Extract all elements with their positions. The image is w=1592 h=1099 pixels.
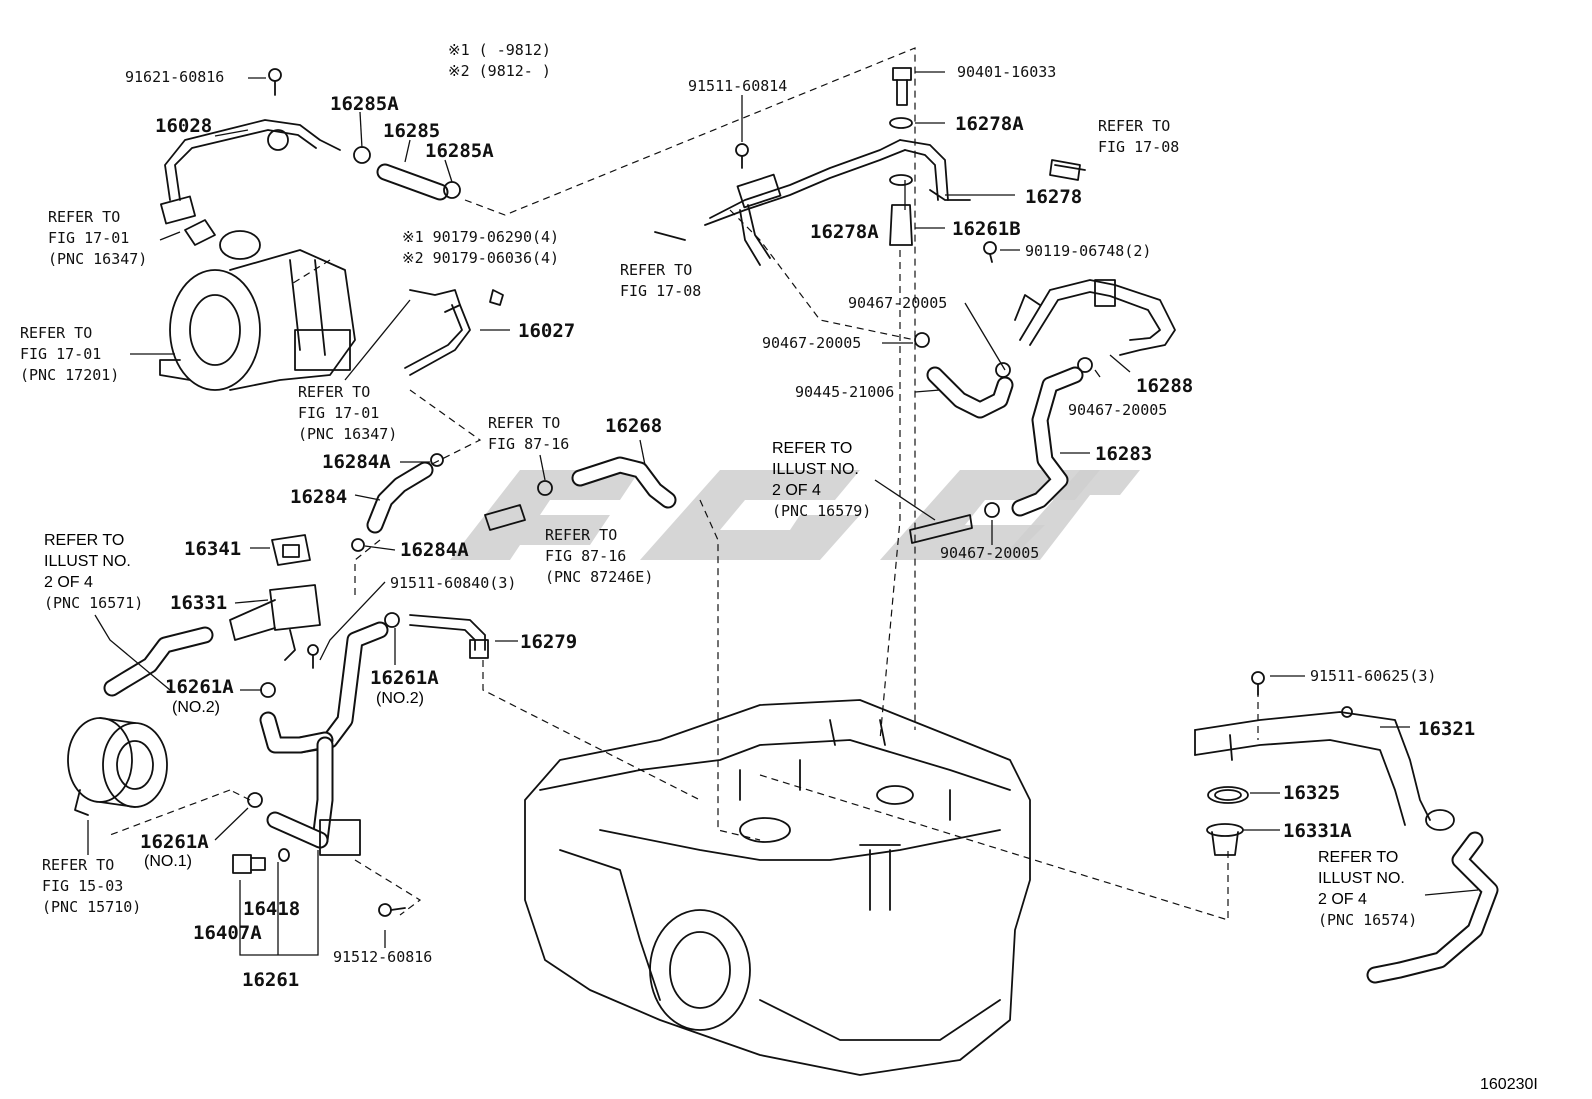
reference-ref-illust-16571-line-3: 2 OF 4 bbox=[44, 574, 93, 591]
part-label-16027: 16027 bbox=[518, 320, 575, 342]
reference-ref-17-08-a-line-2: FIG 17-08 bbox=[1098, 138, 1179, 156]
part-label-91512-60816: 91512-60816 bbox=[333, 948, 432, 966]
engine-block bbox=[524, 699, 1031, 1076]
part-label-16284A-top: 16284A bbox=[322, 451, 391, 473]
reference-ref-17-01-b-line-1: REFER TO bbox=[20, 324, 92, 342]
reference-ref-17-08-b-line-2: FIG 17-08 bbox=[620, 282, 701, 300]
part-label-16278: 16278 bbox=[1025, 186, 1082, 208]
part-label-91511-60814: 91511-60814 bbox=[688, 77, 787, 95]
part-label-91511-60625: 91511-60625(3) bbox=[1310, 667, 1436, 685]
reference-ref-15-03-line-2: FIG 15-03 bbox=[42, 877, 123, 895]
part-label-16331: 16331 bbox=[170, 592, 227, 614]
part-label-16279: 16279 bbox=[520, 631, 577, 653]
part-label-90467-20005-b: 90467-20005 bbox=[762, 334, 861, 352]
part-label-16407A: 16407A bbox=[193, 922, 262, 944]
reference-ref-17-01-c-line-3: (PNC 16347) bbox=[298, 425, 397, 443]
reference-ref-illust-16574-line-4: (PNC 16574) bbox=[1318, 911, 1417, 929]
reference-ref-87-16-a-line-1: REFER TO bbox=[488, 414, 560, 432]
part-label-16278A-bottom: 16278A bbox=[810, 221, 879, 243]
reference-ref-illust-16574-line-2: ILLUST NO. bbox=[1318, 870, 1405, 887]
part-label-16331A: 16331A bbox=[1283, 820, 1352, 842]
part-label-16284A-bottom: 16284A bbox=[400, 539, 469, 561]
part-label-16268: 16268 bbox=[605, 415, 662, 437]
part-label-16341: 16341 bbox=[184, 538, 241, 560]
turbocharger bbox=[159, 230, 356, 391]
reference-ref-17-01-b-line-2: FIG 17-01 bbox=[20, 345, 101, 363]
reference-ref-15-03-line-3: (PNC 15710) bbox=[42, 898, 141, 916]
reference-ref-17-01-a-line-3: (PNC 16347) bbox=[48, 250, 147, 268]
reference-ref-17-08-b-line-1: REFER TO bbox=[620, 261, 692, 279]
part-label-16288: 16288 bbox=[1136, 375, 1193, 397]
part-label-90467-20005-a: 90467-20005 bbox=[848, 294, 947, 312]
reference-ref-17-01-a-line-1: REFER TO bbox=[48, 208, 120, 226]
reference-ref-illust-16579-line-1: REFER TO bbox=[772, 440, 852, 457]
part-label-90401-16033: 90401-16033 bbox=[957, 63, 1056, 81]
reference-ref-illust-16579-line-2: ILLUST NO. bbox=[772, 461, 859, 478]
part-label-90467-20005-c: 90467-20005 bbox=[1068, 401, 1167, 419]
reference-ref-17-01-c-line-2: FIG 17-01 bbox=[298, 404, 379, 422]
part-label-16261: 16261 bbox=[242, 969, 299, 991]
reference-ref-illust-16574-line-3: 2 OF 4 bbox=[1318, 891, 1367, 908]
part-label-90119-06748: 90119-06748(2) bbox=[1025, 242, 1151, 260]
figure-id: 160230I bbox=[1480, 1076, 1538, 1093]
reference-ref-17-01-c-line-1: REFER TO bbox=[298, 383, 370, 401]
reference-ref-87-16-b-line-1: REFER TO bbox=[545, 526, 617, 544]
part-label-16278A-top: 16278A bbox=[955, 113, 1024, 135]
part-label-16285A-right: 16285A bbox=[425, 140, 494, 162]
reference-ref-17-01-a-line-2: FIG 17-01 bbox=[48, 229, 129, 247]
reference-ref-illust-16574-line-1: REFER TO bbox=[1318, 849, 1398, 866]
part-label-note2-90179-06036: ※2 90179-06036(4) bbox=[402, 249, 559, 267]
reference-ref-illust-16571-line-1: REFER TO bbox=[44, 532, 124, 549]
reference-ref-illust-16579-line-3: 2 OF 4 bbox=[772, 482, 821, 499]
reference-ref-87-16-b-line-2: FIG 87-16 bbox=[545, 547, 626, 565]
reference-ref-illust-16571-line-4: (PNC 16571) bbox=[44, 594, 143, 612]
part-label-16285: 16285 bbox=[383, 120, 440, 142]
part-label-note1-90179-06290: ※1 90179-06290(4) bbox=[402, 228, 559, 246]
part-label-16261B: 16261B bbox=[952, 218, 1021, 240]
part-label-no2-right: (NO.2) bbox=[376, 690, 424, 707]
part-label-91621-60816: 91621-60816 bbox=[125, 68, 224, 86]
part-label-16284: 16284 bbox=[290, 486, 347, 508]
part-label-16283: 16283 bbox=[1095, 443, 1152, 465]
part-label-16028: 16028 bbox=[155, 115, 212, 137]
dashed-guides bbox=[109, 47, 1259, 921]
hoses bbox=[67, 67, 1499, 984]
part-label-16418: 16418 bbox=[243, 898, 300, 920]
part-label-16325: 16325 bbox=[1283, 782, 1340, 804]
part-label-no2-left: (NO.2) bbox=[172, 699, 220, 716]
part-label-16321: 16321 bbox=[1418, 718, 1475, 740]
reference-ref-15-03-line-1: REFER TO bbox=[42, 856, 114, 874]
part-label-16261A-no2-right: 16261A bbox=[370, 667, 439, 689]
part-label-91511-60840: 91511-60840(3) bbox=[390, 574, 516, 592]
reference-ref-87-16-b-line-3: (PNC 87246E) bbox=[545, 568, 653, 586]
reference-ref-illust-16579-line-4: (PNC 16579) bbox=[772, 502, 871, 520]
reference-ref-17-01-b-line-3: (PNC 17201) bbox=[20, 366, 119, 384]
part-label-90445-21006: 90445-21006 bbox=[795, 383, 894, 401]
part-label-16285A-top: 16285A bbox=[330, 93, 399, 115]
part-label-90467-20005-d: 90467-20005 bbox=[940, 544, 1039, 562]
reference-ref-17-08-a-line-1: REFER TO bbox=[1098, 117, 1170, 135]
part-label-16261A-no1: 16261A bbox=[140, 831, 209, 853]
note-note-2: ※2 (9812- ) bbox=[448, 62, 551, 80]
part-label-no1: (NO.1) bbox=[144, 853, 192, 870]
reference-ref-illust-16571-line-2: ILLUST NO. bbox=[44, 553, 131, 570]
leader-lines bbox=[87, 71, 1479, 956]
reference-ref-87-16-a-line-2: FIG 87-16 bbox=[488, 435, 569, 453]
part-label-16261A-no2-left: 16261A bbox=[165, 676, 234, 698]
note-note-1: ※1 ( -9812) bbox=[448, 41, 551, 59]
labels: ※1 ( -9812) ※2 (9812- ) 91621-60816 16028 16… bbox=[20, 41, 1538, 1093]
